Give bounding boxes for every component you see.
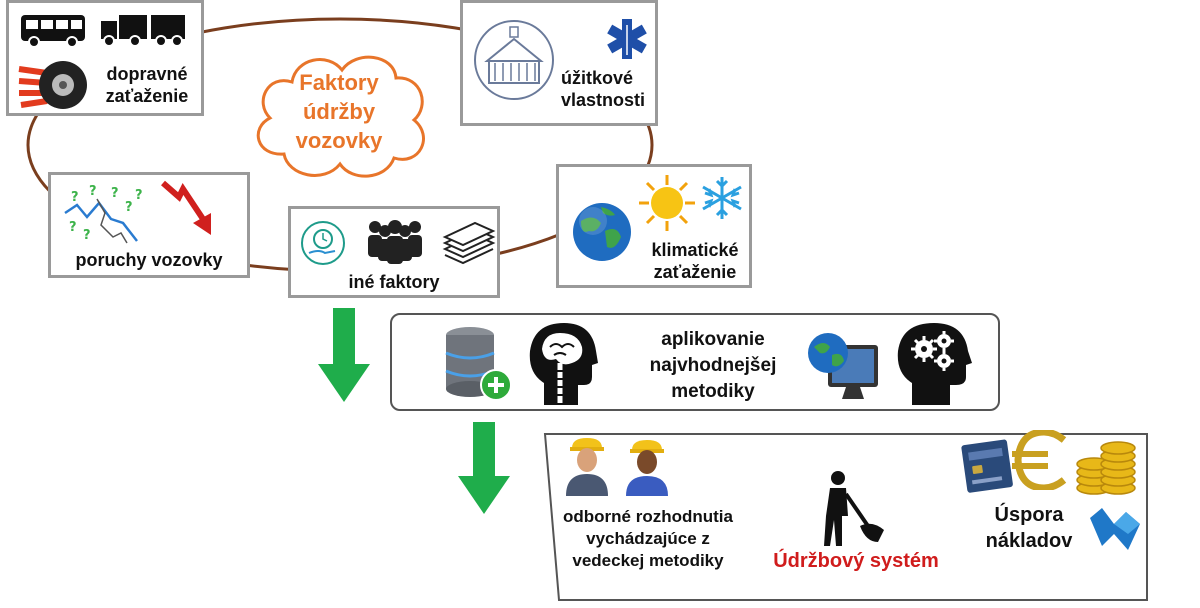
database-add-icon bbox=[445, 327, 512, 401]
snowflake-icon bbox=[702, 177, 742, 219]
utility-label-line1: úžitkové bbox=[561, 68, 634, 88]
clock-hand-icon bbox=[301, 221, 345, 265]
sun-icon bbox=[639, 175, 695, 231]
credit-card-icon bbox=[961, 439, 1013, 493]
worker-woman-icon bbox=[626, 440, 668, 496]
cloud-shape bbox=[256, 55, 425, 178]
methodology-line1: aplikovanie bbox=[661, 329, 765, 350]
svg-text:?: ? bbox=[135, 188, 143, 203]
climate-label-line1: klimatické bbox=[651, 240, 739, 260]
worker-icon bbox=[566, 438, 608, 496]
flow-arrow-2 bbox=[458, 422, 510, 514]
svg-text:?: ? bbox=[83, 228, 91, 243]
other-factors-label: iné faktory bbox=[348, 272, 440, 292]
maintenance-system-label: Údržbový systém bbox=[773, 550, 939, 572]
traffic-load-box: dopravné zaťaženie bbox=[6, 0, 204, 116]
factors-cloud: Faktory údržby vozovky bbox=[244, 44, 434, 188]
truck-icon bbox=[101, 15, 185, 47]
savings-line1: Úspora bbox=[994, 504, 1064, 526]
svg-text:?: ? bbox=[71, 190, 79, 205]
cloud-title-line1: Faktory bbox=[299, 70, 379, 95]
utility-label-line2: vlastnosti bbox=[561, 90, 646, 110]
euro-icon bbox=[1012, 430, 1067, 490]
savings-line2: nákladov bbox=[985, 530, 1073, 552]
utility-properties-box: úžitkové vlastnosti bbox=[460, 0, 658, 126]
crack-question-icon: ??? ???? bbox=[64, 184, 143, 244]
climate-label-line2: zaťaženie bbox=[653, 262, 737, 282]
down-trend-arrow-icon bbox=[161, 180, 211, 235]
traffic-label-line1: dopravné bbox=[106, 64, 188, 84]
people-group-icon bbox=[368, 220, 422, 264]
medical-star-icon bbox=[607, 19, 647, 59]
methodology-line3: metodiky bbox=[671, 381, 755, 402]
decisions-line2: vychádzajúce z bbox=[586, 529, 710, 548]
cloud-title-line2: údržby bbox=[302, 99, 376, 124]
building-icon bbox=[474, 20, 554, 100]
coins-icon bbox=[1076, 441, 1136, 495]
blue-arrow-icon bbox=[1090, 508, 1140, 550]
other-factors-box: iné faktory bbox=[288, 206, 500, 298]
bus-icon bbox=[21, 15, 85, 48]
traffic-label-line2: zaťaženie bbox=[105, 86, 189, 106]
tire-icon bbox=[18, 61, 87, 109]
svg-text:?: ? bbox=[69, 220, 77, 235]
head-gears-icon bbox=[897, 323, 972, 405]
decisions-line1: odborné rozhodnutia bbox=[563, 507, 733, 526]
head-brain-icon bbox=[529, 323, 598, 405]
globe-monitor-icon bbox=[808, 333, 878, 399]
decisions-line3: vedeckej metodiky bbox=[572, 551, 724, 570]
methodology-line2: najvhodnejšej bbox=[649, 355, 777, 376]
globe-icon bbox=[573, 203, 631, 261]
shovel-worker-icon bbox=[824, 471, 884, 546]
cloud-title-line3: vozovky bbox=[295, 128, 383, 153]
paper-stack-icon bbox=[442, 221, 496, 265]
flow-arrow-1 bbox=[318, 308, 370, 402]
climate-load-box: klimatické zaťaženie bbox=[556, 164, 752, 288]
svg-text:?: ? bbox=[111, 186, 119, 201]
road-defects-box: ??? ???? poruchy vozovky bbox=[48, 172, 250, 278]
svg-text:?: ? bbox=[125, 200, 133, 215]
methodology-box: aplikovanie najvhodnejšej metodiky bbox=[390, 313, 1000, 411]
defects-label: poruchy vozovky bbox=[75, 250, 223, 270]
svg-text:?: ? bbox=[89, 184, 97, 199]
